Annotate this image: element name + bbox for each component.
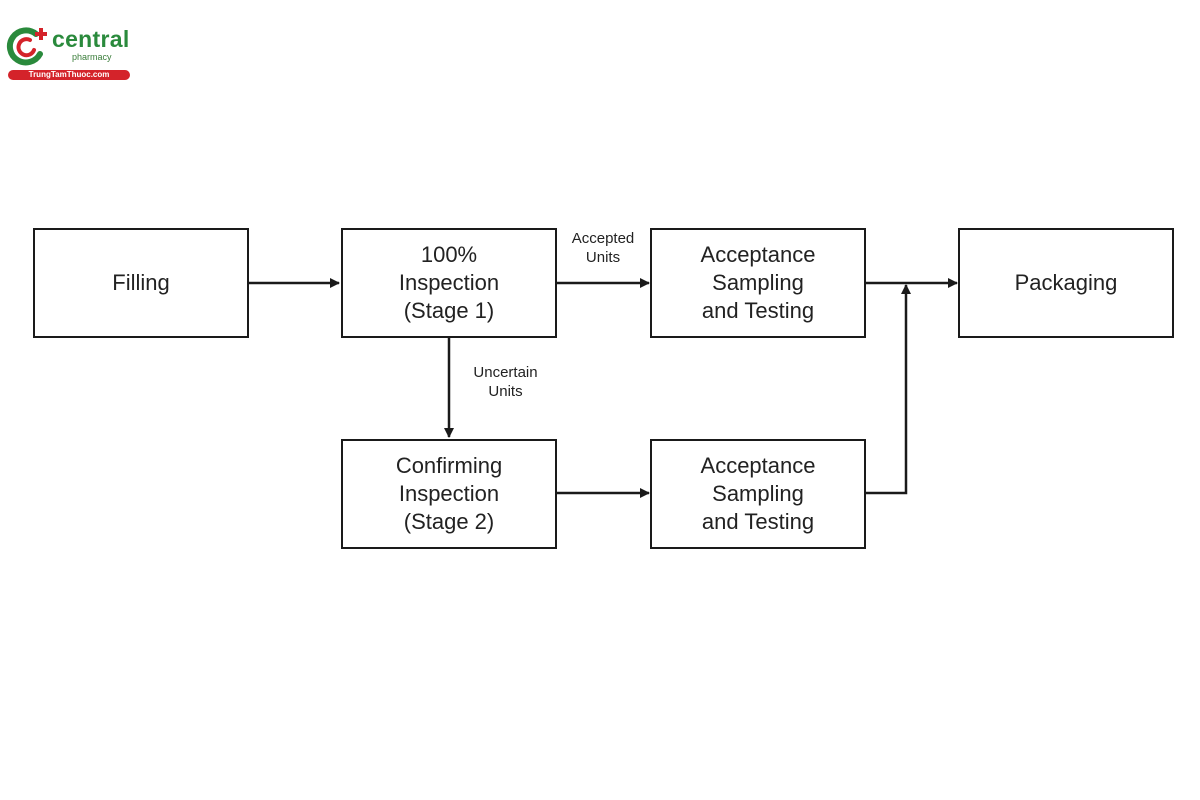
logo-url-strip: TrungTamThuoc.com	[8, 70, 130, 80]
edge-acceptance2-to-packaging	[866, 284, 911, 495]
node-filling: Filling	[33, 228, 249, 338]
node-acceptance-2: Acceptance Sampling and Testing	[650, 439, 866, 549]
logo-wordmark: central	[52, 26, 130, 52]
node-packaging-label: Packaging	[1014, 270, 1118, 295]
node-acceptance-1-label: Acceptance Sampling and Testing	[700, 242, 816, 323]
node-inspection-stage1-label: 100% Inspection (Stage 1)	[398, 242, 500, 323]
node-confirming-stage2-label: Confirming Inspection (Stage 2)	[395, 453, 503, 534]
node-packaging: Packaging	[958, 228, 1174, 338]
edge-label-uncertain-units: Uncertain Units	[473, 364, 538, 400]
brand-logo: central pharmacy TrungTamThuoc.com	[6, 22, 131, 82]
logo-subtitle: pharmacy	[72, 52, 112, 62]
logo-mark-icon	[6, 27, 47, 66]
edge-label-accepted-units: Accepted Units	[571, 230, 635, 266]
node-filling-label: Filling	[112, 270, 170, 295]
node-acceptance-1: Acceptance Sampling and Testing	[650, 228, 866, 338]
node-confirming-stage2: Confirming Inspection (Stage 2)	[341, 439, 557, 549]
node-acceptance-2-label: Acceptance Sampling and Testing	[700, 453, 816, 534]
node-inspection-stage1: 100% Inspection (Stage 1)	[341, 228, 557, 338]
